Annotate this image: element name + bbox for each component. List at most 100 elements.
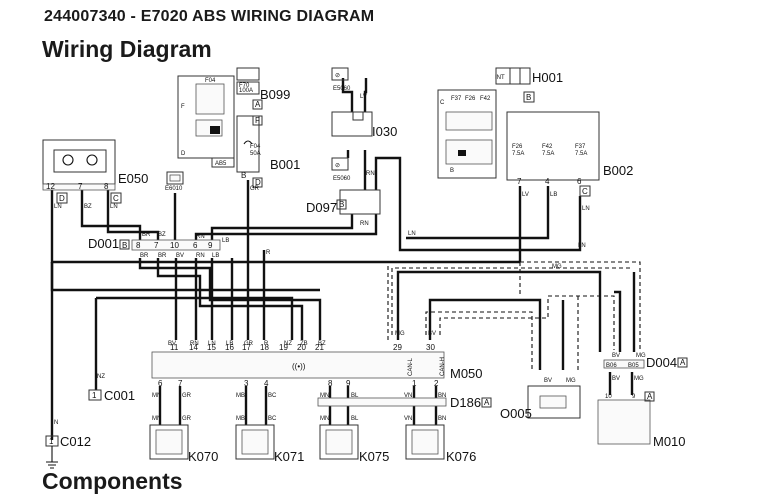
b001-tag-f: F xyxy=(255,116,260,125)
component-e6010: E6010 xyxy=(165,171,184,192)
wire-label-lb4: LB xyxy=(226,341,233,347)
wire-label-rn3: RN xyxy=(196,253,205,259)
f04-fuse-label: F04 xyxy=(250,144,261,150)
wire-label-vn2: VN xyxy=(404,416,412,422)
b002-f26-rating: 7.5A xyxy=(512,151,524,157)
d001-label: D001 xyxy=(88,236,119,251)
c012-wire-n: N xyxy=(54,420,58,426)
component-b002: C F37 F26 F42 B F26 7.5A F42 7.5A F37 7.… xyxy=(437,89,633,197)
m050-can-h: CAN-H xyxy=(440,357,446,376)
c001-pin: 1 xyxy=(92,391,97,400)
b002-f42-rating: 7.5A xyxy=(542,151,554,157)
f37-label: F37 xyxy=(451,96,462,102)
m050-pin-30: 30 xyxy=(426,343,435,352)
m050-pin-11: 11 xyxy=(170,343,179,352)
wire-label-lv: LV xyxy=(522,192,529,198)
i030-lv-label: LV xyxy=(360,94,367,100)
e050-pin-8: 8 xyxy=(104,182,109,191)
f04-label: F04 xyxy=(205,78,216,84)
f26-label: F26 xyxy=(465,96,476,102)
wire-label-bv4: BV xyxy=(544,378,552,384)
wire-label-bl2: BL xyxy=(351,416,359,422)
wire-label-bv: BV xyxy=(176,253,184,259)
wire-label-vn: VN xyxy=(404,393,412,399)
m050-pin-19: 19 xyxy=(279,343,288,352)
component-fuse-box-f04: F04 F D AB5 xyxy=(177,75,235,168)
d186-tag-a: A xyxy=(484,398,490,407)
m050-pin-b8: 8 xyxy=(328,379,333,388)
m050-pin-b6: 6 xyxy=(158,379,163,388)
component-d186: D186 A xyxy=(317,395,492,410)
wire-label-bn2: BN xyxy=(438,416,446,422)
e5060-label-top: E5060 xyxy=(333,86,351,92)
wire-label-mb: MB xyxy=(236,393,245,399)
wire-label-mg3: MG xyxy=(566,378,576,384)
c001-label: C001 xyxy=(104,388,135,403)
c001-wire-nz: NZ xyxy=(97,374,105,380)
component-e050: 12 7 8 E050 D C xyxy=(42,139,148,204)
component-c012: 1 C012 N xyxy=(45,420,91,469)
wire-label-bz2: BZ xyxy=(158,232,166,238)
component-k070: K070 xyxy=(149,424,218,464)
m050-pin-b7: 7 xyxy=(178,379,183,388)
m050-label: M050 xyxy=(450,366,483,381)
b002-label: B002 xyxy=(603,163,633,178)
h001-tag-b: B xyxy=(526,93,531,102)
wire-label-nz: NZ xyxy=(284,341,292,347)
component-k071: K071 xyxy=(235,424,304,464)
e5060-label-bottom: E5060 xyxy=(333,176,351,182)
c012-pin: 1 xyxy=(49,437,54,446)
wire-label-mn: MN xyxy=(152,393,161,399)
b002-f37: F37 xyxy=(575,144,586,150)
wire-label-rn2: RN xyxy=(360,221,369,227)
wire-color-labels: LN BZ LN BR BZ RN LB GR R RN LV LB LN LN… xyxy=(54,186,646,422)
component-m050: ((•)) CAN-L CAN-H M050 11 14 15 16 17 18… xyxy=(151,343,483,388)
m050-can-l: CAN-L xyxy=(408,357,414,376)
component-k075: K075 xyxy=(319,424,389,464)
wire-label-bl: BL xyxy=(351,393,359,399)
m010-tag-a: A xyxy=(647,392,653,401)
d097-tag-b: B xyxy=(339,200,344,209)
m050-pin-b1: 1 xyxy=(412,379,417,388)
wire-label-rn4: RN xyxy=(190,341,199,347)
d004-tag-a: A xyxy=(680,358,686,367)
d097-label: D097 xyxy=(306,200,337,215)
component-c001: 1 C001 NZ xyxy=(88,374,135,403)
wire-label-b4: GR xyxy=(182,416,192,422)
wire-label-bv6: BV xyxy=(612,376,620,382)
component-d097: D097 B RN xyxy=(306,171,381,215)
b001-label: B001 xyxy=(270,157,300,172)
m050-pin-18: 18 xyxy=(260,343,269,352)
component-i030: ⊘ E5060 LV I030 ⊘ E5060 xyxy=(331,67,397,182)
m010-pin-9: 9 xyxy=(632,394,636,400)
wire-harness xyxy=(50,78,636,440)
component-h001: INT H001 B xyxy=(495,67,563,103)
wire-label-mg4: MG xyxy=(636,353,646,359)
b002-panel-tag-b: B xyxy=(450,168,454,174)
b002-f26: F26 xyxy=(512,144,523,150)
wire-label-r: R xyxy=(266,250,271,256)
document-title: 244007340 - E7020 ABS WIRING DIAGRAM xyxy=(44,8,375,25)
wire-label-lb: LB xyxy=(222,238,229,244)
b099-label: B099 xyxy=(260,87,290,102)
wire-label-mg: MG xyxy=(395,331,405,337)
wire-label-mb2: MB xyxy=(236,416,245,422)
k075-label: K075 xyxy=(359,449,389,464)
b002-tag-c: C xyxy=(582,187,588,196)
m050-pin-b3: 3 xyxy=(244,379,249,388)
e050-pin-7: 7 xyxy=(78,182,83,191)
b002-panel-tag-c: C xyxy=(440,100,445,106)
wire-label-b2: GR xyxy=(244,341,254,347)
k070-label: K070 xyxy=(188,449,218,464)
wire-label-mn3: MN xyxy=(152,416,161,422)
f04-fuse-rating: 50A xyxy=(250,151,261,157)
f70-label: F70 xyxy=(239,83,250,89)
component-d001: D001 B 8 7 10 6 9 xyxy=(88,236,221,251)
wire-label-bv5: BV xyxy=(612,353,620,359)
wire-label-lb3: LB xyxy=(212,253,219,259)
section-heading-components: Components xyxy=(42,468,183,494)
wire-label-bz3: BZ xyxy=(318,341,326,347)
d001-pin-9: 9 xyxy=(208,241,213,250)
d186-label: D186 xyxy=(450,395,481,410)
